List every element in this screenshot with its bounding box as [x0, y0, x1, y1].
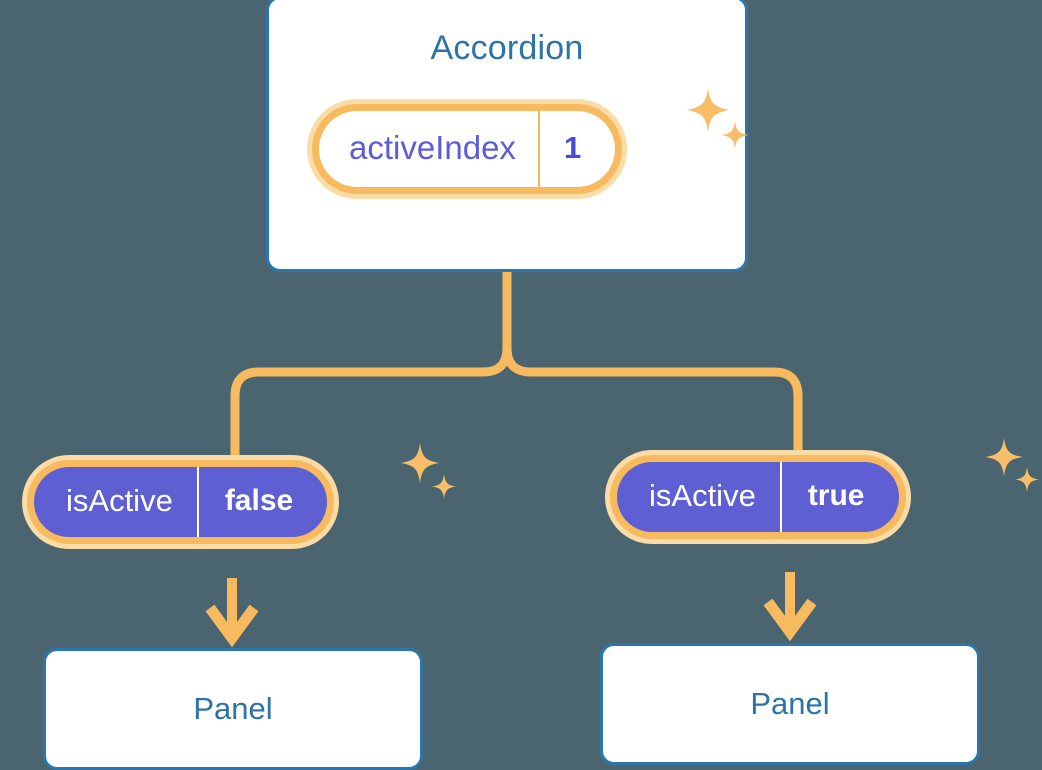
sparkle-four-point-small-icon — [432, 474, 456, 499]
sparkle-four-point-icon — [401, 443, 439, 483]
panel-title: Panel — [750, 686, 830, 721]
state-badge-ring: isActive true — [610, 455, 906, 539]
state-badge-ring: activeIndex 1 — [312, 104, 623, 194]
state-badge-body: activeIndex 1 — [319, 111, 616, 187]
state-badge-ring: isActive false — [27, 460, 335, 544]
state-badge-isactive-true[interactable]: isActive true — [605, 450, 911, 544]
state-badge-isactive-false[interactable]: isActive false — [22, 455, 340, 549]
panel-card-left[interactable]: Panel — [43, 648, 423, 770]
sparkle-four-point-small-icon — [1015, 467, 1039, 492]
state-badge-body: isActive true — [617, 462, 899, 532]
arrow-down-icon-right — [763, 572, 817, 642]
panel-card-right[interactable]: Panel — [600, 643, 980, 765]
branch-connector-left — [230, 343, 512, 467]
panel-title: Panel — [193, 691, 273, 726]
sparkle-group-right — [985, 438, 1039, 492]
state-badge-halo: isActive false — [22, 455, 340, 549]
component-title: Accordion — [430, 29, 584, 67]
branch-connector — [502, 267, 803, 467]
state-badge-halo: isActive true — [605, 450, 911, 544]
arrow-down-icon-left — [205, 578, 259, 648]
state-value: 1 — [537, 111, 615, 187]
state-key: isActive — [649, 478, 756, 513]
state-key: activeIndex — [349, 129, 516, 166]
state-badge-body: isActive false — [34, 467, 328, 537]
sparkle-four-point-icon — [985, 438, 1023, 476]
state-key: isActive — [66, 483, 173, 518]
sparkle-group-left — [401, 443, 456, 499]
state-value: true — [779, 462, 899, 532]
state-badge-halo: activeIndex 1 — [307, 99, 628, 199]
state-value: false — [196, 467, 327, 537]
state-badge-activeindex[interactable]: activeIndex 1 — [307, 99, 628, 199]
